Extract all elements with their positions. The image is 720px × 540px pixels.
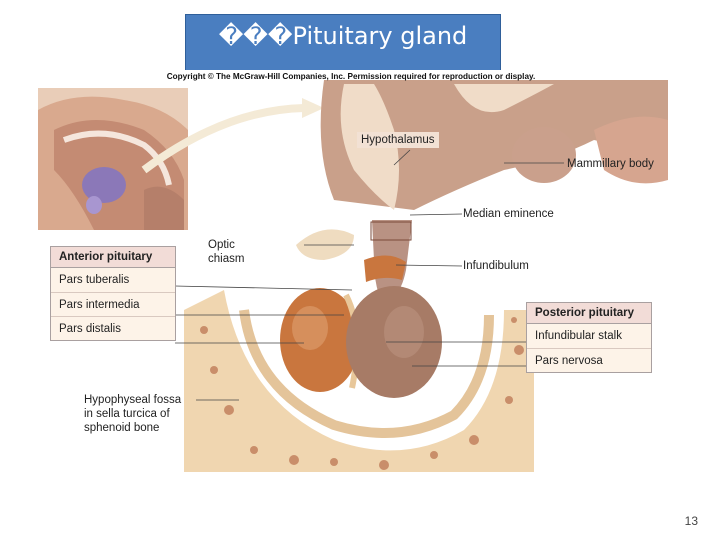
anterior-pituitary-heading: Anterior pituitary bbox=[51, 247, 175, 268]
label-infundibulum: Infundibulum bbox=[463, 260, 529, 272]
label-fossa-line1: Hypophyseal fossa bbox=[84, 394, 182, 406]
sphenoid-bone bbox=[184, 290, 534, 472]
mammillary-body-shape bbox=[512, 127, 576, 183]
slide-title: ���Pituitary gland bbox=[218, 22, 468, 50]
posterior-item: Pars nervosa bbox=[527, 348, 651, 372]
anterior-item: Pars tuberalis bbox=[59, 274, 130, 286]
slide-title-box: ���Pituitary gland bbox=[185, 14, 501, 78]
label-median-eminence: Median eminence bbox=[463, 208, 554, 220]
anterior-item: Pars intermedia bbox=[51, 292, 175, 316]
anterior-item: Pars distalis bbox=[51, 316, 175, 340]
arrow-head bbox=[302, 98, 324, 118]
label-fossa-line2: in sella turcica of bbox=[84, 408, 170, 420]
posterior-pituitary-panel: Posterior pituitary Infundibular stalk P… bbox=[526, 302, 652, 373]
anatomy-illustration bbox=[38, 80, 668, 472]
label-mammillary-body: Mammillary body bbox=[567, 158, 654, 170]
posterior-item: Infundibular stalk bbox=[535, 330, 622, 342]
label-optic-chiasm-line1: Optic bbox=[208, 239, 235, 251]
page-number: 13 bbox=[684, 514, 698, 528]
bone-texture bbox=[200, 317, 524, 470]
copyright-notice: Copyright © The McGraw-Hill Companies, I… bbox=[166, 72, 536, 81]
pointer-arrow bbox=[141, 104, 305, 174]
label-optic-chiasm-line2: chiasm bbox=[208, 253, 245, 265]
leader-lines bbox=[174, 149, 564, 401]
posterior-pituitary-heading: Posterior pituitary bbox=[527, 303, 651, 324]
anterior-pituitary-panel: Anterior pituitary Pars tuberalis Pars i… bbox=[50, 246, 176, 341]
pituitary-figure: Copyright © The McGraw-Hill Companies, I… bbox=[34, 70, 668, 472]
label-hypothalamus: Hypothalamus bbox=[357, 132, 439, 148]
brain-tissue bbox=[320, 80, 668, 210]
label-fossa-line3: sphenoid bone bbox=[84, 422, 160, 434]
brain-inset bbox=[38, 88, 188, 231]
